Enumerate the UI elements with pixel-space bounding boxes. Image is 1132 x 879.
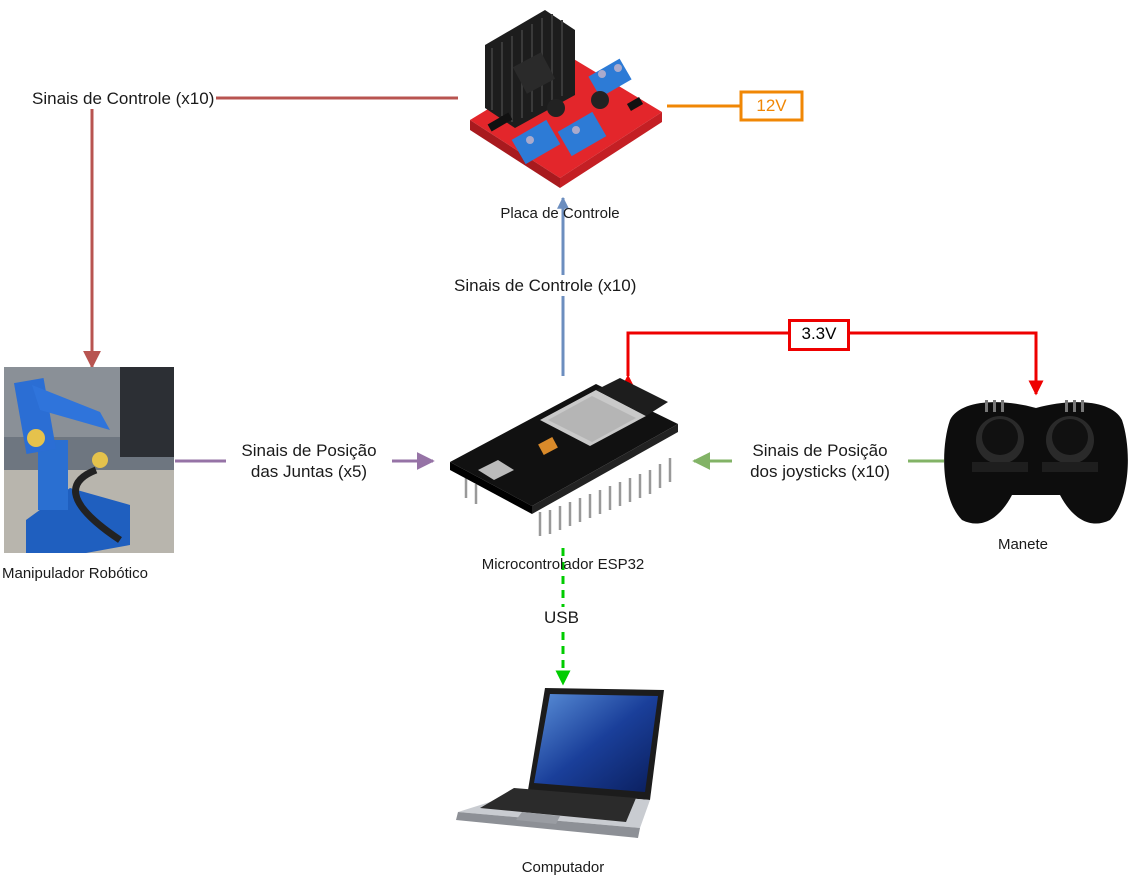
edge-label-usb: USB — [542, 607, 581, 629]
caption-computer: Computador — [521, 859, 605, 876]
edge-label-gamepad-line1: Sinais de Posição — [752, 441, 888, 460]
voltage-12v-label: 12V — [744, 95, 799, 117]
voltage-3v3-label: 3.3V — [788, 319, 850, 351]
edge-label-esp-to-board: Sinais de Controle (x10) — [452, 275, 639, 297]
caption-robot-arm: Manipulador Robótico — [2, 565, 148, 582]
edge-label-arm-to-esp: Sinais de Posição das Juntas (x5) — [226, 440, 392, 483]
robot-arm-photo-icon — [4, 367, 174, 553]
motor-driver-board-icon — [470, 10, 662, 188]
edge-board-to-arm — [83, 96, 458, 369]
edge-label-arm-line1: Sinais de Posição — [241, 441, 377, 460]
edge-label-gamepad-line2: dos joysticks (x10) — [750, 462, 890, 482]
caption-gamepad: Manete — [997, 536, 1049, 553]
caption-esp32: Microcontrolador ESP32 — [481, 556, 645, 573]
edge-label-arm-line2: das Juntas (x5) — [250, 462, 368, 482]
esp32-board-icon — [450, 378, 678, 536]
edge-label-board-to-arm: Sinais de Controle (x10) — [30, 88, 217, 110]
joystick-gamepad-icon — [944, 400, 1128, 524]
edge-label-gamepad-to-esp: Sinais de Posição dos joysticks (x10) — [732, 440, 908, 483]
caption-control-board: Placa de Controle — [500, 205, 620, 222]
laptop-icon — [456, 688, 664, 838]
